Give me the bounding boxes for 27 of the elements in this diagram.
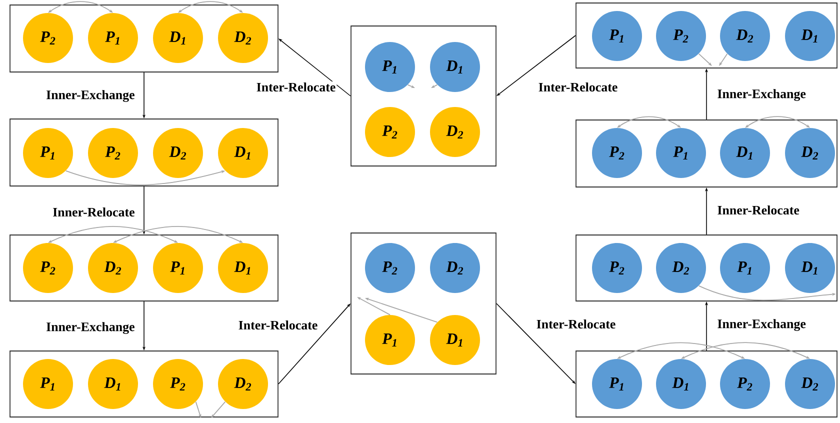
state-box bbox=[10, 118, 278, 186]
arrow bbox=[617, 116, 681, 128]
state-box bbox=[10, 234, 278, 302]
edge-label: Inter-Relocate bbox=[237, 319, 319, 331]
edge-label: Inter-Relocate bbox=[255, 81, 337, 93]
state-box bbox=[10, 4, 278, 72]
state-box bbox=[10, 350, 278, 418]
arrow bbox=[745, 116, 810, 128]
state-box bbox=[576, 234, 838, 302]
edge-label: Inter-Relocate bbox=[535, 318, 617, 330]
arrow bbox=[698, 53, 712, 66]
state-box bbox=[576, 2, 838, 68]
edge-label: Inner-Exchange bbox=[716, 88, 807, 102]
edge-label: Inner-Relocate bbox=[716, 204, 800, 216]
arrow bbox=[211, 401, 226, 418]
arrow bbox=[178, 1, 243, 13]
arrow bbox=[719, 53, 728, 66]
state-box bbox=[576, 120, 838, 188]
arrow bbox=[48, 1, 113, 13]
edge-label: Inner-Exchange bbox=[45, 89, 136, 103]
state-box bbox=[350, 232, 496, 374]
edge-label: Inner-Exchange bbox=[45, 321, 136, 335]
state-box bbox=[350, 26, 496, 166]
edge-label: Inter-Relocate bbox=[537, 81, 619, 93]
edge-label: Inner-Exchange bbox=[716, 318, 807, 332]
state-box bbox=[576, 350, 838, 418]
edge-label: Inner-Relocate bbox=[52, 206, 136, 218]
